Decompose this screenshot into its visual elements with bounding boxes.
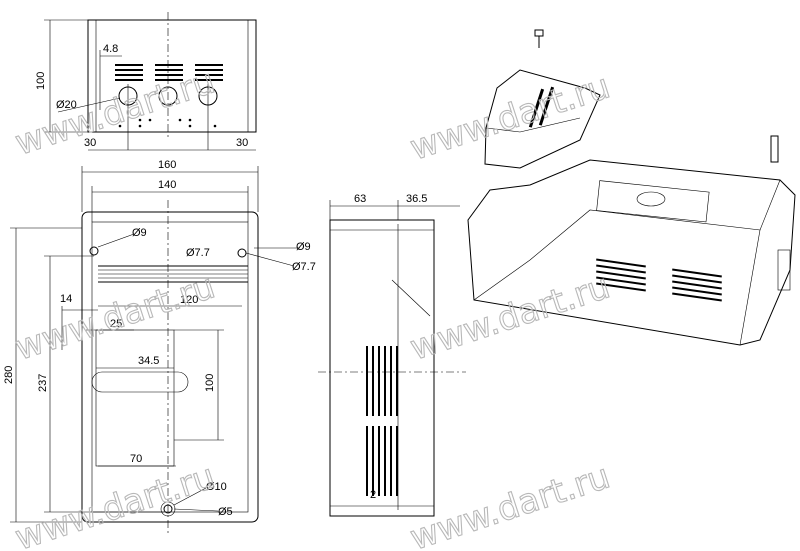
side-depth-365-label: 36.5 (406, 193, 427, 205)
watermarks: www.dart.ru www.dart.ru www.dart.ru www.… (10, 61, 615, 551)
front-bottom-width-label: 70 (130, 453, 142, 465)
top-view: 100 4.8 Ø20 30 30 (35, 12, 257, 151)
watermark-6: www.dart.ru (405, 456, 614, 551)
side-view: 63 36.5 2 (318, 193, 466, 517)
top-offset-label: 4.8 (103, 43, 118, 55)
top-vent-slots (115, 64, 223, 81)
top-height-label: 100 (35, 72, 47, 90)
front-hole-bottom-5-label: Ø5 (218, 506, 233, 518)
front-rail-width-label: 120 (180, 294, 198, 306)
base-vent-slots (596, 258, 722, 302)
din-rail (98, 265, 248, 283)
side-vent-slots (366, 346, 398, 496)
watermark-5: www.dart.ru (10, 456, 219, 551)
pin-part (770, 135, 779, 163)
front-hole-top-left-label: Ø9 (132, 227, 147, 239)
front-small-14-label: 14 (60, 293, 72, 305)
front-hole-right-9-label: Ø9 (296, 241, 311, 253)
front-hole-top-mid-label: Ø7.7 (186, 247, 210, 259)
side-depth-63-label: 63 (354, 193, 366, 205)
top-dots (118, 118, 217, 128)
top-right-edge-label: 30 (236, 137, 248, 149)
watermark-4: www.dart.ru (405, 266, 614, 368)
front-view: 160 140 Ø9 Ø7.7 Ø9 Ø7.7 120 14 25 (3, 159, 316, 536)
front-inner-height-label: 237 (37, 374, 49, 392)
base-part (467, 159, 796, 346)
cover-part (484, 69, 601, 169)
isometric-view (467, 29, 796, 346)
top-hole-label: Ø20 (56, 99, 77, 111)
watermark-2: www.dart.ru (405, 66, 614, 168)
front-cutout-width-label: 34.5 (138, 355, 159, 367)
side-vent-gap-label: 2 (370, 489, 376, 501)
front-hole-right-77-label: Ø7.7 (292, 261, 316, 273)
front-cutout-height-label: 100 (204, 374, 216, 392)
front-overall-width-label: 160 (158, 159, 176, 171)
top-left-edge-label: 30 (84, 137, 96, 149)
screw-part (534, 29, 544, 48)
front-inner-width-label: 140 (158, 179, 176, 191)
front-small-25-label: 25 (110, 318, 122, 330)
front-hole-bottom-10-label: Ø10 (206, 481, 227, 493)
front-overall-height-label: 280 (3, 366, 15, 384)
